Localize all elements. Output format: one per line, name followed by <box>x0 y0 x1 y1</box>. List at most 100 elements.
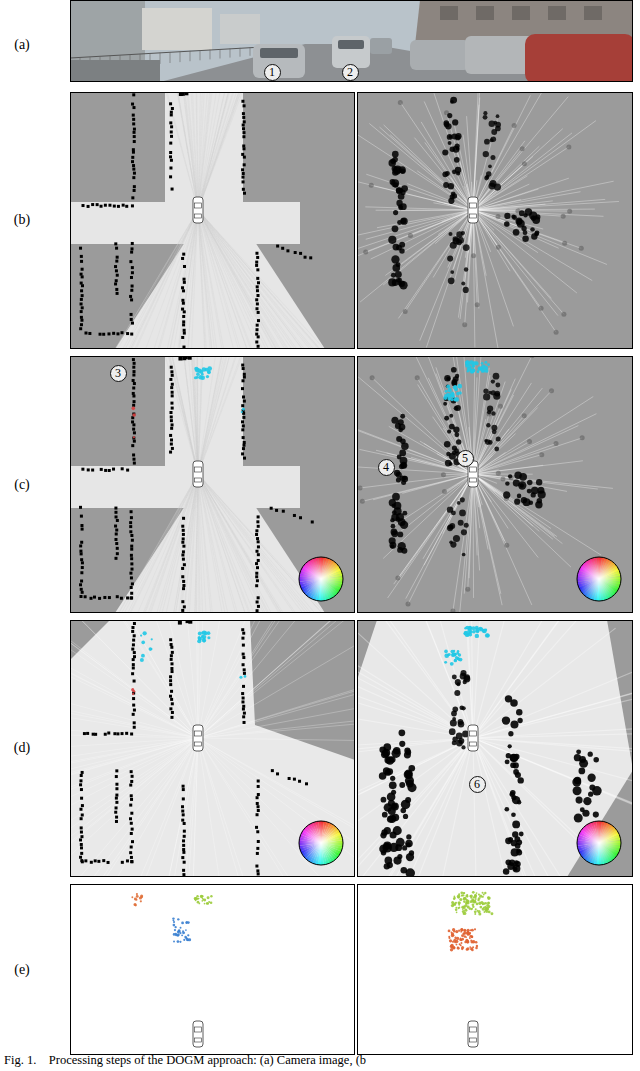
measurement-ray <box>198 356 227 474</box>
ray-end <box>415 375 420 380</box>
occupied-cell <box>80 774 83 777</box>
ray-end <box>561 312 566 317</box>
measurement-ray <box>198 474 237 613</box>
cell-blob <box>508 744 512 748</box>
window <box>512 6 530 20</box>
measurement-ray <box>178 92 198 210</box>
measurement-ray <box>198 620 285 738</box>
measurement-ray <box>381 738 473 877</box>
occupied-cell <box>121 861 124 864</box>
occupied-cell <box>243 163 246 166</box>
grid-map-right-content <box>357 356 633 613</box>
measurement-ray <box>379 738 473 877</box>
cell-blob <box>486 423 490 427</box>
ray-end <box>527 439 532 444</box>
cell-blob <box>475 634 479 638</box>
cell-blob <box>396 187 402 193</box>
cell-blob <box>504 213 510 219</box>
measurement-ray <box>357 655 473 738</box>
occupied-cell <box>126 596 129 599</box>
measurement-ray <box>184 356 198 474</box>
ray-end <box>512 123 517 128</box>
occupied-cell <box>255 529 258 532</box>
measurement-ray <box>456 356 473 474</box>
measurement-ray <box>198 474 254 613</box>
occupied-cell <box>80 843 83 846</box>
cell-blob <box>451 379 457 385</box>
occupied-cell <box>183 278 186 281</box>
measurement-ray <box>170 356 198 474</box>
measurement-ray <box>473 474 553 539</box>
occupied-cell <box>182 848 185 851</box>
occupied-cell <box>130 333 133 336</box>
measurement-ray <box>198 210 324 349</box>
occupied-cell <box>182 788 185 791</box>
cell-blob <box>513 480 520 487</box>
occupied-cell <box>182 545 185 548</box>
occupied-cell <box>131 196 134 199</box>
measurement-ray <box>434 93 473 210</box>
measurement-ray <box>198 210 276 349</box>
occupied-cell <box>88 332 91 335</box>
measurement-ray <box>473 474 613 488</box>
occupied-cell <box>255 341 258 344</box>
occupied-cell <box>181 257 184 260</box>
cell-blob <box>515 843 521 849</box>
measurement-ray <box>424 101 473 210</box>
occupied-cell <box>170 443 173 446</box>
window <box>548 6 566 20</box>
occupied-cell <box>242 444 245 447</box>
occupied-cell <box>255 261 258 264</box>
occupied-cell <box>182 323 185 326</box>
cell-blob <box>206 375 209 378</box>
car-window <box>195 742 202 746</box>
cell-blob <box>458 237 464 243</box>
cell-blob <box>445 123 451 129</box>
ego-car <box>193 461 203 487</box>
fence-post <box>170 52 171 63</box>
measurement-ray <box>371 210 473 259</box>
measurement-ray <box>473 210 518 211</box>
occupied-cell <box>256 328 259 331</box>
occupied-cell <box>80 289 83 292</box>
cell-blob <box>512 864 520 872</box>
cell-blob <box>452 675 457 680</box>
occupied-cell <box>241 637 244 640</box>
occupied-cell <box>243 104 246 107</box>
cell-blob <box>399 741 405 747</box>
measurement-ray <box>184 92 198 210</box>
cell-blob <box>464 631 469 636</box>
occupied-cell <box>181 819 184 822</box>
occupied-cell <box>282 510 285 513</box>
occupied-cell <box>170 419 173 422</box>
measurement-ray <box>198 210 302 349</box>
occupied-cell <box>98 597 101 600</box>
occupied-cell <box>241 387 244 390</box>
cell-blob <box>402 845 407 850</box>
occupied-cell <box>181 567 184 570</box>
occupied-cell <box>115 288 118 291</box>
measurement-ray <box>473 733 633 738</box>
occupied-cell <box>131 630 134 633</box>
cell-blob <box>593 757 599 763</box>
cell-blob <box>396 245 402 251</box>
cell-blob <box>456 732 463 739</box>
occupied-cell <box>117 205 120 208</box>
color-wheel-center <box>577 557 621 601</box>
measurement-ray <box>468 474 473 589</box>
occupied-cell <box>169 142 172 145</box>
occupied-cell <box>80 817 83 820</box>
cell-blob <box>457 501 461 505</box>
occupied-cell <box>115 801 118 804</box>
measurement-ray <box>473 141 525 210</box>
cell-blob <box>451 367 457 373</box>
occupied-cell <box>79 327 82 330</box>
occupied-cell <box>131 539 134 542</box>
cell-blob <box>454 157 460 163</box>
occupied-cell <box>100 205 103 208</box>
occupied-cell <box>86 732 89 735</box>
occupied-cell <box>131 828 134 831</box>
measurement-ray <box>198 474 200 613</box>
cell-blob <box>387 862 393 868</box>
occupied-cell <box>182 289 185 292</box>
